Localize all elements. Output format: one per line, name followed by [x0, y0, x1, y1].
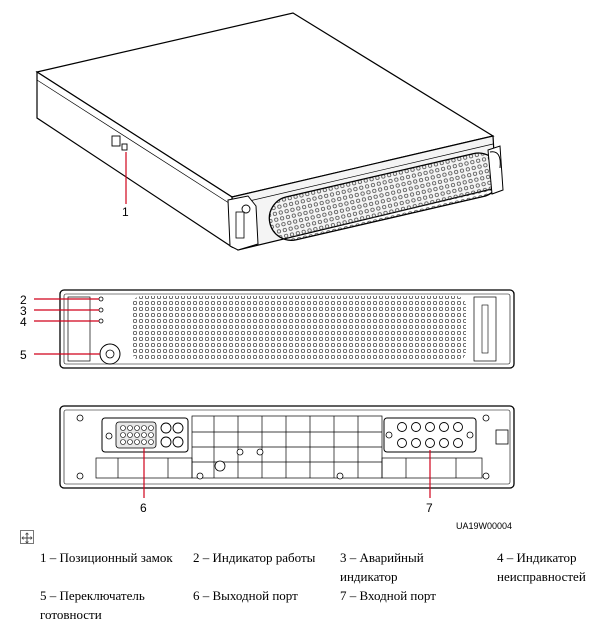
position-lock: [111, 135, 121, 147]
legend-item-6: 6 – Выходной порт: [193, 588, 298, 603]
callout-7: 7: [426, 501, 433, 515]
input-port: [383, 417, 477, 453]
device-diagram: 1 2 3 4 5: [20, 12, 515, 530]
alarm-indicator: [98, 307, 104, 313]
ready-switch: [99, 343, 121, 365]
left-mount-ear: [227, 195, 259, 251]
callout-3: 3: [20, 304, 27, 318]
front-view: 2 3 4 5: [20, 289, 515, 369]
fault-indicator: [98, 318, 104, 324]
move-cross-icon[interactable]: [20, 530, 34, 544]
rear-vent-grid: [95, 415, 483, 479]
isometric-view: 1: [35, 12, 504, 251]
run-indicator: [98, 296, 104, 302]
output-port: [101, 417, 189, 453]
rear-view: 6 7 UA19W00004: [59, 405, 515, 530]
legend: 1 – Позиционный замок 2 – Индикатор рабо…: [40, 548, 609, 623]
figure-id-label: UA19W00004: [456, 521, 512, 530]
callout-2: 2: [20, 293, 27, 307]
legend-item-7: 7 – Входной порт: [340, 588, 436, 603]
legend-item-1: 1 – Позиционный замок: [40, 550, 173, 565]
legend-item-3: 3 – Аварийный индикатор: [340, 550, 424, 584]
legend-item-4: 4 – Индикатор неисправностей: [497, 550, 586, 584]
legend-item-2: 2 – Индикатор работы: [193, 550, 316, 565]
front-perforation: [132, 296, 466, 361]
callout-1: 1: [122, 205, 129, 219]
callout-6: 6: [140, 501, 147, 515]
callout-4: 4: [20, 315, 27, 329]
callout-5: 5: [20, 348, 27, 362]
legend-item-5: 5 – Переключатель готовности: [40, 588, 145, 622]
